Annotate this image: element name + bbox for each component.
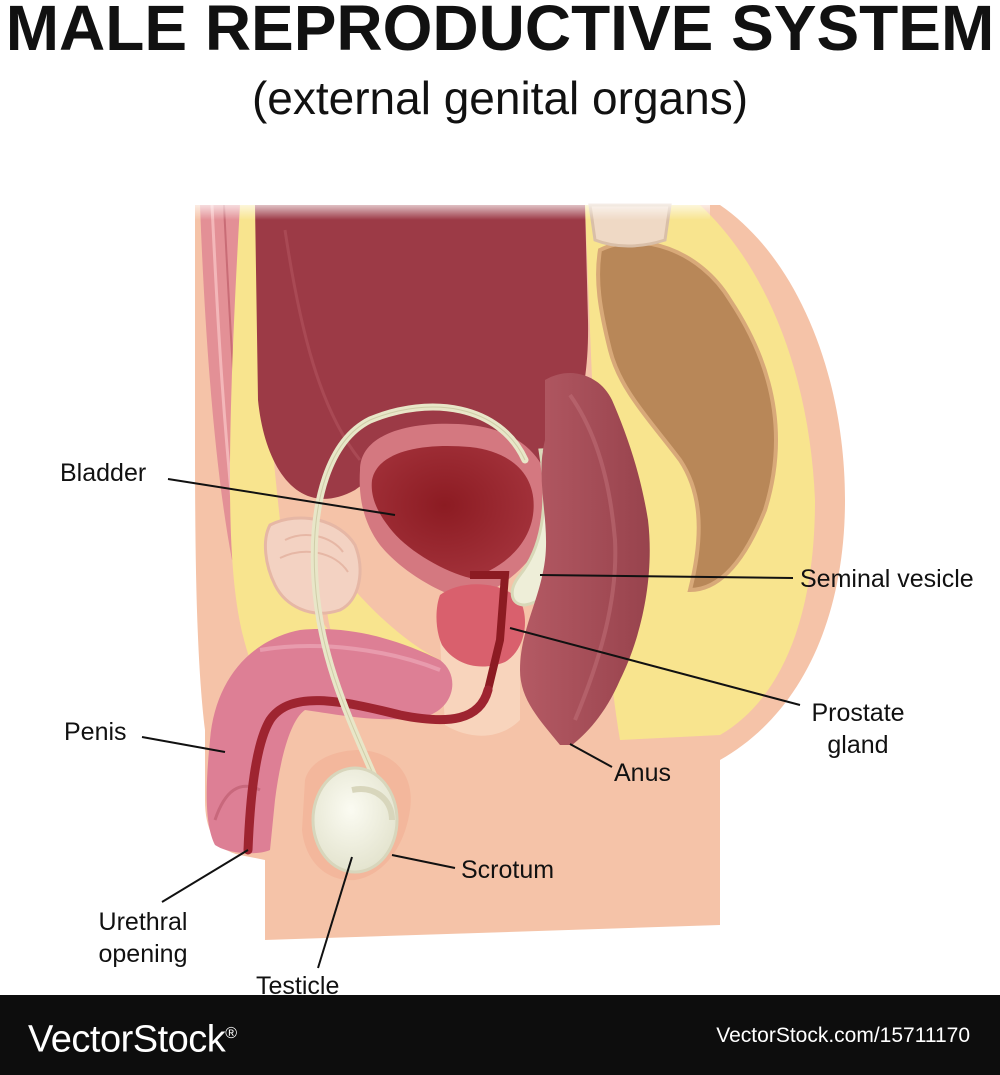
leader-scrotum [391,854,456,869]
leader-testicle [317,856,353,969]
rectum [520,372,650,745]
brand-registered-mark: ® [225,1025,237,1042]
page-title: MALE REPRODUCTIVE SYSTEM [5,0,995,64]
label-bladder: Bladder [60,459,147,487]
brand-logo: VectorStock® [28,1009,237,1065]
label-prostate-gland: Prostate gland [796,697,920,761]
label-prostate-line2: gland [827,731,889,759]
anatomy-diagram [141,198,845,969]
footer-bar: VectorStock® VectorStock.com/15711170 [0,995,1000,1075]
leader-penis [141,736,226,753]
brand-name: VectorStock [28,1018,226,1061]
label-urethral-opening: Urethral opening [82,906,204,970]
label-urethral-line1: Urethral [98,908,188,936]
leader-seminal-vesicle [539,574,794,579]
label-penis: Penis [64,718,127,746]
leader-anus [569,743,613,768]
penis [206,629,453,854]
label-anus: Anus [614,759,671,787]
page-subtitle: (external genital organs) [251,72,749,124]
leader-urethral [161,849,249,903]
colon [596,240,779,593]
testicle-shape [311,766,399,874]
label-scrotum: Scrotum [461,856,555,884]
urethra [243,685,493,855]
leader-bladder [167,478,396,516]
leader-prostate [509,627,801,706]
image-credit: VectorStock.com/15711170 [716,1024,970,1047]
label-urethral-line2: opening [98,940,188,968]
label-seminal-vesicle: Seminal vesicle [800,565,974,593]
label-prostate-line1: Prostate [811,699,905,727]
